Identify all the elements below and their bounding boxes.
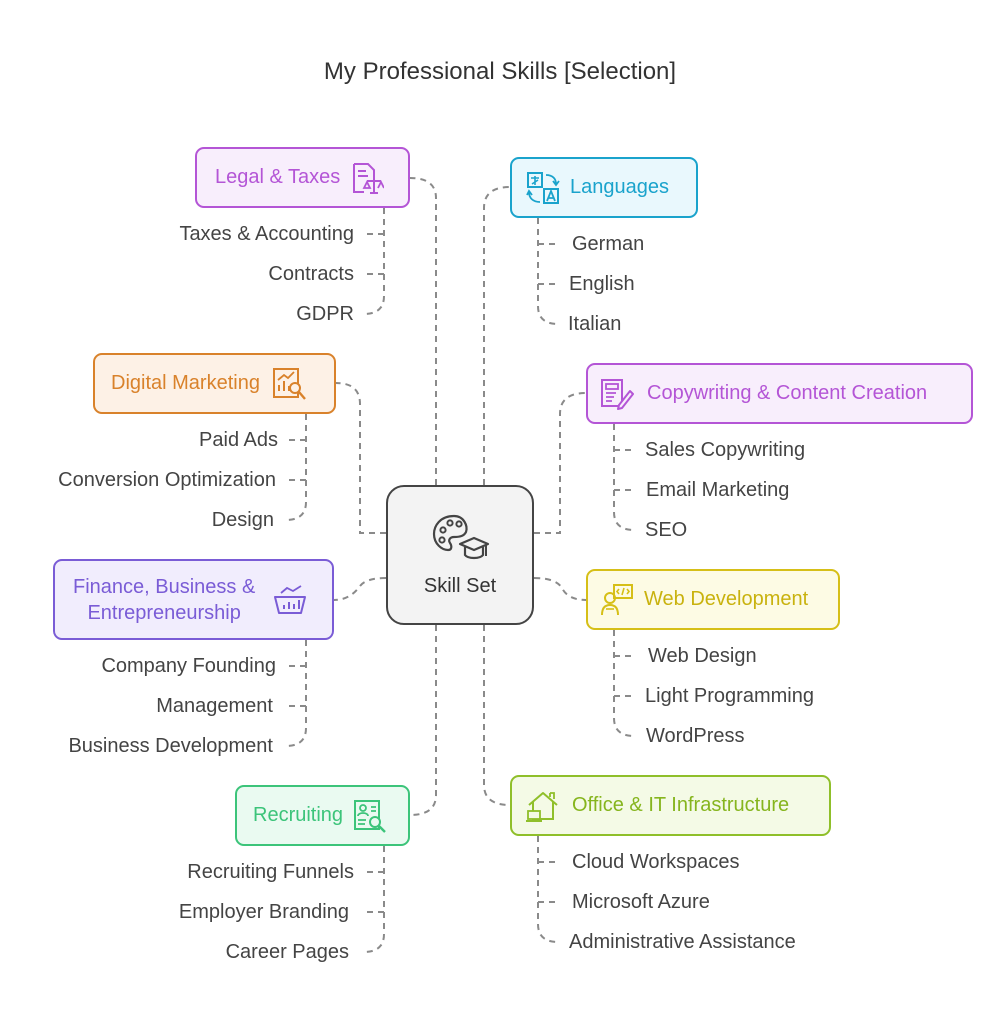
chart-magnifier-icon xyxy=(272,367,306,401)
document-scales-icon xyxy=(350,161,385,195)
list-item: Contracts xyxy=(268,263,354,285)
list-item: Company Founding xyxy=(101,655,276,677)
basket-chart-icon xyxy=(273,583,307,617)
developer-code-icon xyxy=(600,583,634,617)
list-item: Design xyxy=(211,509,274,531)
house-laptop-icon xyxy=(526,789,560,823)
connector-finance xyxy=(333,577,387,601)
node-label: Finance, Business & Entrepreneurship xyxy=(73,574,255,626)
node-label: Recruiting xyxy=(253,804,344,826)
list-item: Microsoft Azure xyxy=(572,891,710,913)
connector-web xyxy=(533,577,587,601)
translate-icon xyxy=(526,171,560,205)
node-label: Copywriting & Content Creation xyxy=(647,382,928,404)
node-label: Legal & Taxes xyxy=(215,166,341,188)
trunk-finance xyxy=(285,640,307,747)
diagram-title: My Professional Skills [Selection] xyxy=(323,58,677,85)
node-label-line: Finance, Business & xyxy=(73,575,256,598)
node-label: Office & IT Infrastructure xyxy=(572,794,790,816)
node-label: Languages xyxy=(570,176,669,198)
trunk-office xyxy=(537,836,559,943)
node-languages: Languages xyxy=(510,157,698,218)
list-item: Paid Ads xyxy=(199,429,278,451)
list-item: Taxes & Accounting xyxy=(179,223,354,245)
node-legal-taxes: Legal & Taxes xyxy=(195,147,410,208)
connector-marketing xyxy=(335,382,386,534)
list-item: Career Pages xyxy=(225,941,349,963)
document-pen-icon xyxy=(600,377,634,411)
connector-recruiting xyxy=(409,625,437,816)
list-item: Web Design xyxy=(648,645,757,667)
list-item: English xyxy=(569,273,635,295)
list-item: Sales Copywriting xyxy=(645,439,806,461)
connector-copywriting xyxy=(534,392,587,534)
trunk-marketing xyxy=(285,414,307,521)
list-item: Business Development xyxy=(68,735,273,757)
node-label-line: Entrepreneurship xyxy=(87,601,241,624)
list-item: Employer Branding xyxy=(178,901,349,923)
list-item: Cloud Workspaces xyxy=(572,851,740,873)
connector-office xyxy=(483,625,511,806)
list-item: Italian xyxy=(568,313,622,335)
trunk-legal xyxy=(363,208,385,315)
node-office-it: Office & IT Infrastructure xyxy=(510,775,831,836)
node-copywriting: Copywriting & Content Creation xyxy=(586,363,973,424)
trunk-copywriting xyxy=(613,424,635,531)
list-item: German xyxy=(572,233,645,255)
center-node: Skill Set xyxy=(386,485,534,625)
list-item: Administrative Assistance xyxy=(569,931,796,953)
connector-languages xyxy=(483,186,511,485)
list-item: GDPR xyxy=(296,303,354,325)
center-label: Skill Set xyxy=(423,575,497,597)
trunk-languages xyxy=(537,218,559,325)
node-finance-business: Finance, Business & Entrepreneurship xyxy=(53,559,334,640)
list-item: Email Marketing xyxy=(646,479,790,501)
list-item: Recruiting Funnels xyxy=(187,861,354,883)
node-web-development: Web Development xyxy=(586,569,840,630)
node-label: Digital Marketing xyxy=(111,372,260,394)
list-item: Light Programming xyxy=(645,685,814,707)
list-item: SEO xyxy=(645,519,688,541)
trunk-web xyxy=(613,630,635,737)
list-item: Conversion Optimization xyxy=(58,469,276,491)
list-item: Management xyxy=(156,695,273,717)
node-digital-marketing: Digital Marketing xyxy=(93,353,336,414)
palette-graduation-cap-icon xyxy=(430,512,490,569)
node-label: Web Development xyxy=(644,588,809,610)
connector-legal xyxy=(409,177,437,485)
list-item: WordPress xyxy=(646,725,745,747)
resume-search-icon xyxy=(353,799,387,833)
node-recruiting: Recruiting xyxy=(235,785,410,846)
trunk-recruiting xyxy=(363,846,385,953)
